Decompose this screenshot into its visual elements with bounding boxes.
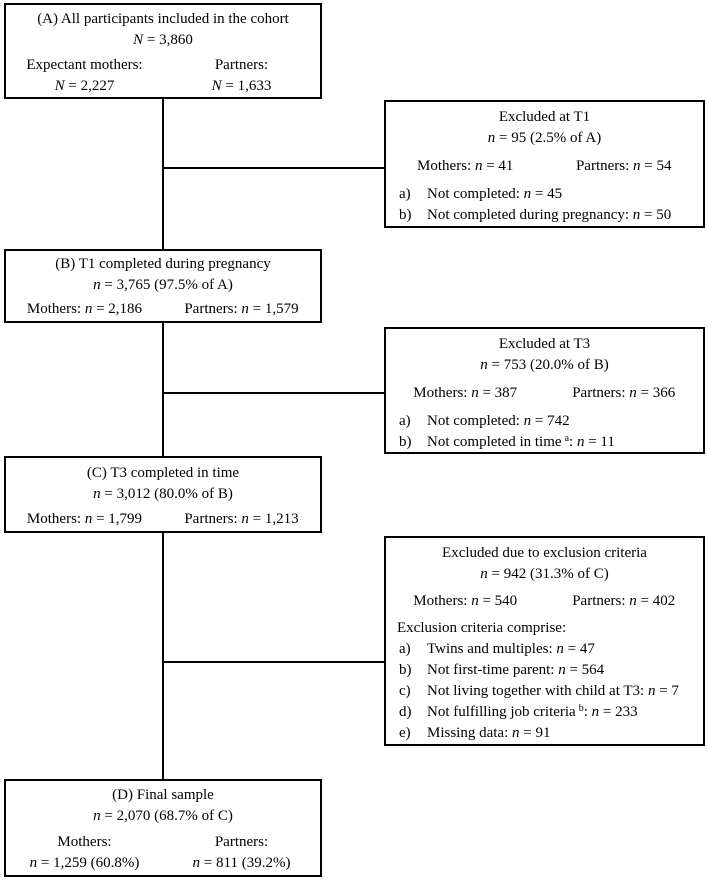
excluded-criteria-mothers: Mothers: n = 540 xyxy=(413,593,518,609)
box-d-partners-value: n = 811 (39.2%) xyxy=(192,855,291,871)
box-a-mothers-value: N = 2,227 xyxy=(54,78,115,94)
excluded-criteria-title: Excluded due to exclusion criteria xyxy=(442,545,647,561)
box-d-mothers-label: Mothers: xyxy=(57,834,112,850)
excluded-t3-total: n = 753 (20.0% of B) xyxy=(480,357,609,373)
box-c-total: n = 3,012 (80.0% of B) xyxy=(93,486,233,502)
box-c-t3-completed: (C) T3 completed in time n = 3,012 (80.0… xyxy=(4,456,322,533)
box-excluded-t3: Excluded at T3 n = 753 (20.0% of B) Moth… xyxy=(384,327,705,454)
excluded-t3-item: a) Not completed: n = 742 xyxy=(386,411,703,432)
exclusion-criteria-intro: Exclusion criteria comprise: xyxy=(397,620,567,636)
list-marker: a) xyxy=(399,413,411,429)
box-b-partners: Partners: n = 1,579 xyxy=(184,301,299,317)
box-b-mothers: Mothers: n = 2,186 xyxy=(26,301,143,317)
connector-line-c-to-d xyxy=(162,531,164,780)
list-marker: c) xyxy=(399,683,411,699)
list-text: Not living together with child at T3: n … xyxy=(427,683,679,699)
connector-line-b-to-c xyxy=(162,321,164,457)
list-text: Not completed: n = 45 xyxy=(427,186,563,202)
exclusion-criteria-item: a) Twins and multiples: n = 47 xyxy=(386,639,703,660)
list-marker: d) xyxy=(399,704,412,720)
box-d-mothers-value: n = 1,259 (60.8%) xyxy=(29,855,140,871)
excluded-criteria-partners: Partners: n = 402 xyxy=(572,593,676,609)
excluded-t1-partners: Partners: n = 54 xyxy=(575,158,672,174)
box-excluded-criteria: Excluded due to exclusion criteria n = 9… xyxy=(384,536,705,746)
branch-line-excluded-criteria xyxy=(163,661,385,663)
list-text: Not completed: n = 742 xyxy=(427,413,570,429)
box-a-cohort: (A) All participants included in the coh… xyxy=(4,3,322,99)
list-marker: b) xyxy=(399,207,412,223)
excluded-t1-title: Excluded at T1 xyxy=(498,109,591,125)
box-a-title: (A) All participants included in the coh… xyxy=(37,11,289,27)
box-b-title: (B) T1 completed during pregnancy xyxy=(55,256,271,272)
box-b-t1-completed: (B) T1 completed during pregnancy n = 3,… xyxy=(4,249,322,323)
excluded-t1-total: n = 95 (2.5% of A) xyxy=(487,130,602,146)
box-b-total: n = 3,765 (97.5% of A) xyxy=(93,277,233,293)
list-marker: a) xyxy=(399,186,411,202)
box-c-partners: Partners: n = 1,213 xyxy=(184,511,299,527)
box-d-partners-label: Partners: xyxy=(214,834,269,850)
excluded-t3-mothers: Mothers: n = 387 xyxy=(413,385,518,401)
list-marker: e) xyxy=(399,725,411,741)
box-a-partners-column: Partners: N = 1,633 xyxy=(163,55,320,97)
list-marker: b) xyxy=(399,434,412,450)
box-excluded-t1: Excluded at T1 n = 95 (2.5% of A) Mother… xyxy=(384,100,705,228)
excluded-t1-mothers: Mothers: n = 41 xyxy=(417,158,514,174)
box-d-mothers-column: Mothers: n = 1,259 (60.8%) xyxy=(6,832,163,874)
list-marker: b) xyxy=(399,662,412,678)
excluded-t3-title: Excluded at T3 xyxy=(498,336,591,352)
connector-line-a-to-b xyxy=(162,98,164,250)
box-c-mothers: Mothers: n = 1,799 xyxy=(26,511,143,527)
box-d-partners-column: Partners: n = 811 (39.2%) xyxy=(163,832,320,874)
box-a-total: N = 3,860 xyxy=(133,32,193,48)
excluded-t1-item: b) Not completed during pregnancy: n = 5… xyxy=(386,205,703,226)
box-a-mothers-column: Expectant mothers: N = 2,227 xyxy=(6,55,163,97)
box-c-title: (C) T3 completed in time xyxy=(86,465,240,481)
box-d-title: (D) Final sample xyxy=(112,787,214,803)
exclusion-criteria-item: b) Not first-time parent: n = 564 xyxy=(386,660,703,681)
box-d-final-sample: (D) Final sample n = 2,070 (68.7% of C) … xyxy=(4,779,322,877)
exclusion-criteria-item: c) Not living together with child at T3:… xyxy=(386,681,703,702)
box-a-partners-value: N = 1,633 xyxy=(211,78,272,94)
list-text: Missing data: n = 91 xyxy=(427,725,551,741)
branch-line-excluded-t3 xyxy=(163,392,385,394)
excluded-t1-item: a) Not completed: n = 45 xyxy=(386,184,703,205)
box-a-partners-label: Partners: xyxy=(214,57,269,73)
box-a-mothers-label: Expectant mothers: xyxy=(26,57,143,73)
exclusion-criteria-item: e) Missing data: n = 91 xyxy=(386,723,703,744)
list-marker: a) xyxy=(399,641,411,657)
list-text: Not completed during pregnancy: n = 50 xyxy=(427,207,672,223)
branch-line-excluded-t1 xyxy=(163,167,385,169)
excluded-criteria-total: n = 942 (31.3% of C) xyxy=(480,566,609,582)
excluded-t3-partners: Partners: n = 366 xyxy=(572,385,676,401)
box-d-total: n = 2,070 (68.7% of C) xyxy=(93,808,233,824)
list-text: Not first-time parent: n = 564 xyxy=(427,662,605,678)
list-text: Twins and multiples: n = 47 xyxy=(427,641,595,657)
